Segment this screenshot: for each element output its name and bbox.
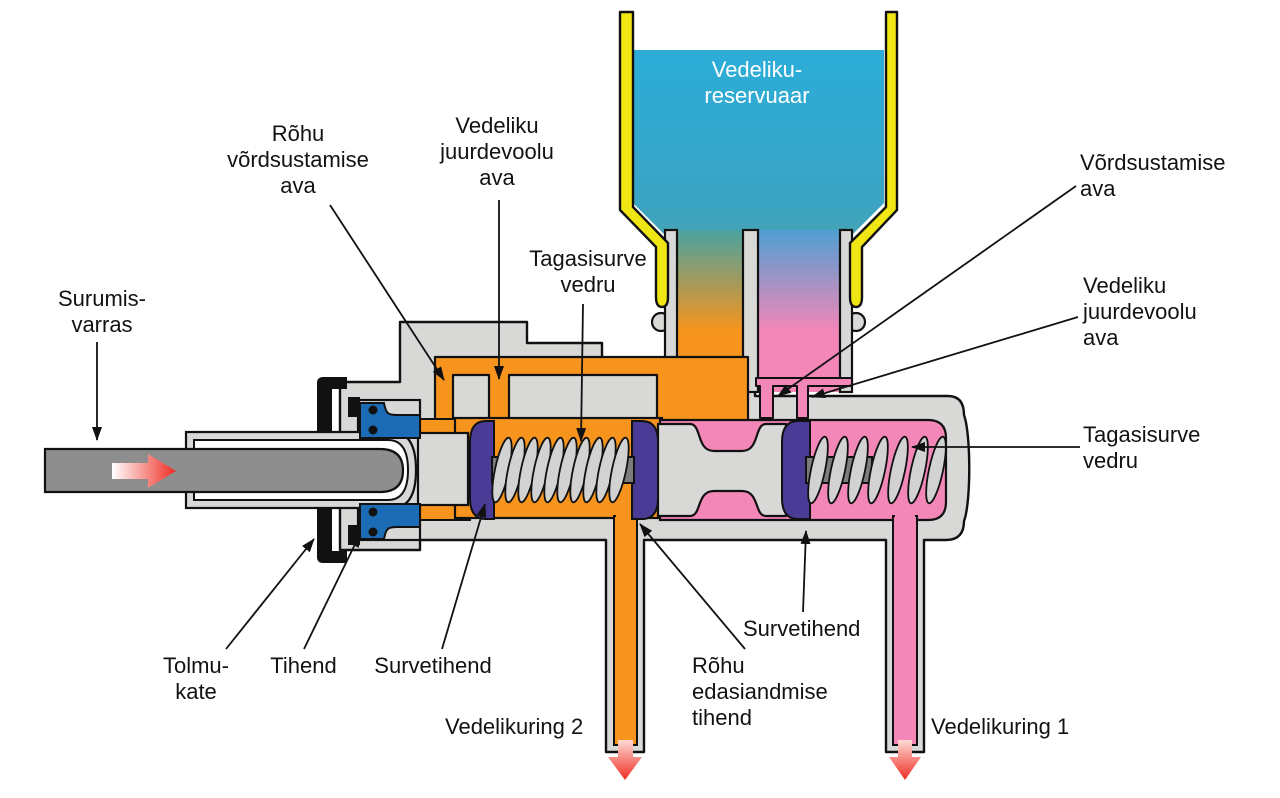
pressure-seal-right-cup	[781, 420, 811, 520]
return-spring-left-label: Tagasisurve vedru	[529, 246, 647, 297]
dust-cover-label: Tolmu- kate	[162, 653, 229, 704]
pressure-transfer-seal-label: Rõhu edasiandmise tihend	[692, 653, 828, 730]
outlet-junction-circuit1	[895, 512, 915, 524]
reservoir-fluid	[633, 50, 884, 252]
return-spring-right-label: Tagasisurve vedru	[1083, 422, 1201, 473]
eq-port-right-label: Võrdsustamise ava	[1080, 150, 1226, 201]
fluid-circuit-1-label: Vedelikuring 1	[931, 714, 1070, 739]
leader-pressure-transfer-seal	[639, 523, 746, 650]
reservoir-spigot-wall-center	[741, 228, 760, 394]
outlet-junction-circuit2	[616, 512, 635, 524]
push-rod-label: Surumis- varras	[57, 286, 146, 337]
seal-ring-bottom	[348, 525, 360, 545]
fluid-ports-circuit1	[755, 377, 853, 419]
push-rod-direction-arrow	[112, 454, 176, 488]
piston-seal-holes	[368, 405, 378, 537]
leader-lines	[92, 185, 1080, 650]
seal-label: Tihend	[270, 653, 337, 678]
dust-cover-top	[317, 377, 347, 433]
pressure-seal-left-cup	[469, 420, 495, 520]
outlet-pipe-fluid-circuit2	[613, 515, 638, 746]
leader-eq-port-right	[777, 185, 1077, 397]
leader-return-spring-left	[576, 303, 587, 442]
pressure-eq-port-label: Rõhu võrdsustamise ava	[227, 121, 369, 198]
return-spring-left-coils	[491, 436, 630, 504]
leader-pressure-seal-right	[800, 530, 811, 613]
reservoir-label: Vedeliku- reservuaar	[704, 57, 810, 108]
secondary-piston	[656, 422, 788, 518]
supply-port-right-label: Vedeliku juurdevoolu ava	[1083, 273, 1197, 350]
reservoir-wall-left	[618, 10, 670, 309]
pressure-transfer-seal-cup	[631, 420, 659, 520]
leader-seal	[303, 533, 361, 650]
pressure-seal-left-label: Survetihend	[374, 653, 492, 678]
primary-piston-cup	[416, 431, 470, 507]
seal-ring-top	[348, 397, 360, 417]
leader-dust-cover	[225, 538, 315, 650]
dust-cover-bottom	[317, 509, 347, 563]
outlet-pipe-fluid-circuit1	[892, 515, 918, 746]
flow-arrow-circuit1	[889, 740, 921, 780]
reservoir-neck-fluid-right	[758, 230, 840, 392]
leader-supply-port-right	[811, 316, 1079, 399]
leader-pressure-seal-left	[441, 503, 487, 650]
leader-pressure-eq-port	[329, 204, 445, 381]
push-rod	[43, 447, 405, 494]
supply-port-left-label: Vedeliku juurdevoolu ava	[440, 113, 554, 190]
reservoir-wall-right	[848, 10, 899, 309]
pressure-seal-right-label: Survetihend	[743, 616, 861, 641]
fluid-circuit-2-label: Vedelikuring 2	[445, 714, 584, 739]
flow-arrow-circuit2	[608, 740, 642, 780]
return-spring-right-coils	[807, 435, 947, 505]
